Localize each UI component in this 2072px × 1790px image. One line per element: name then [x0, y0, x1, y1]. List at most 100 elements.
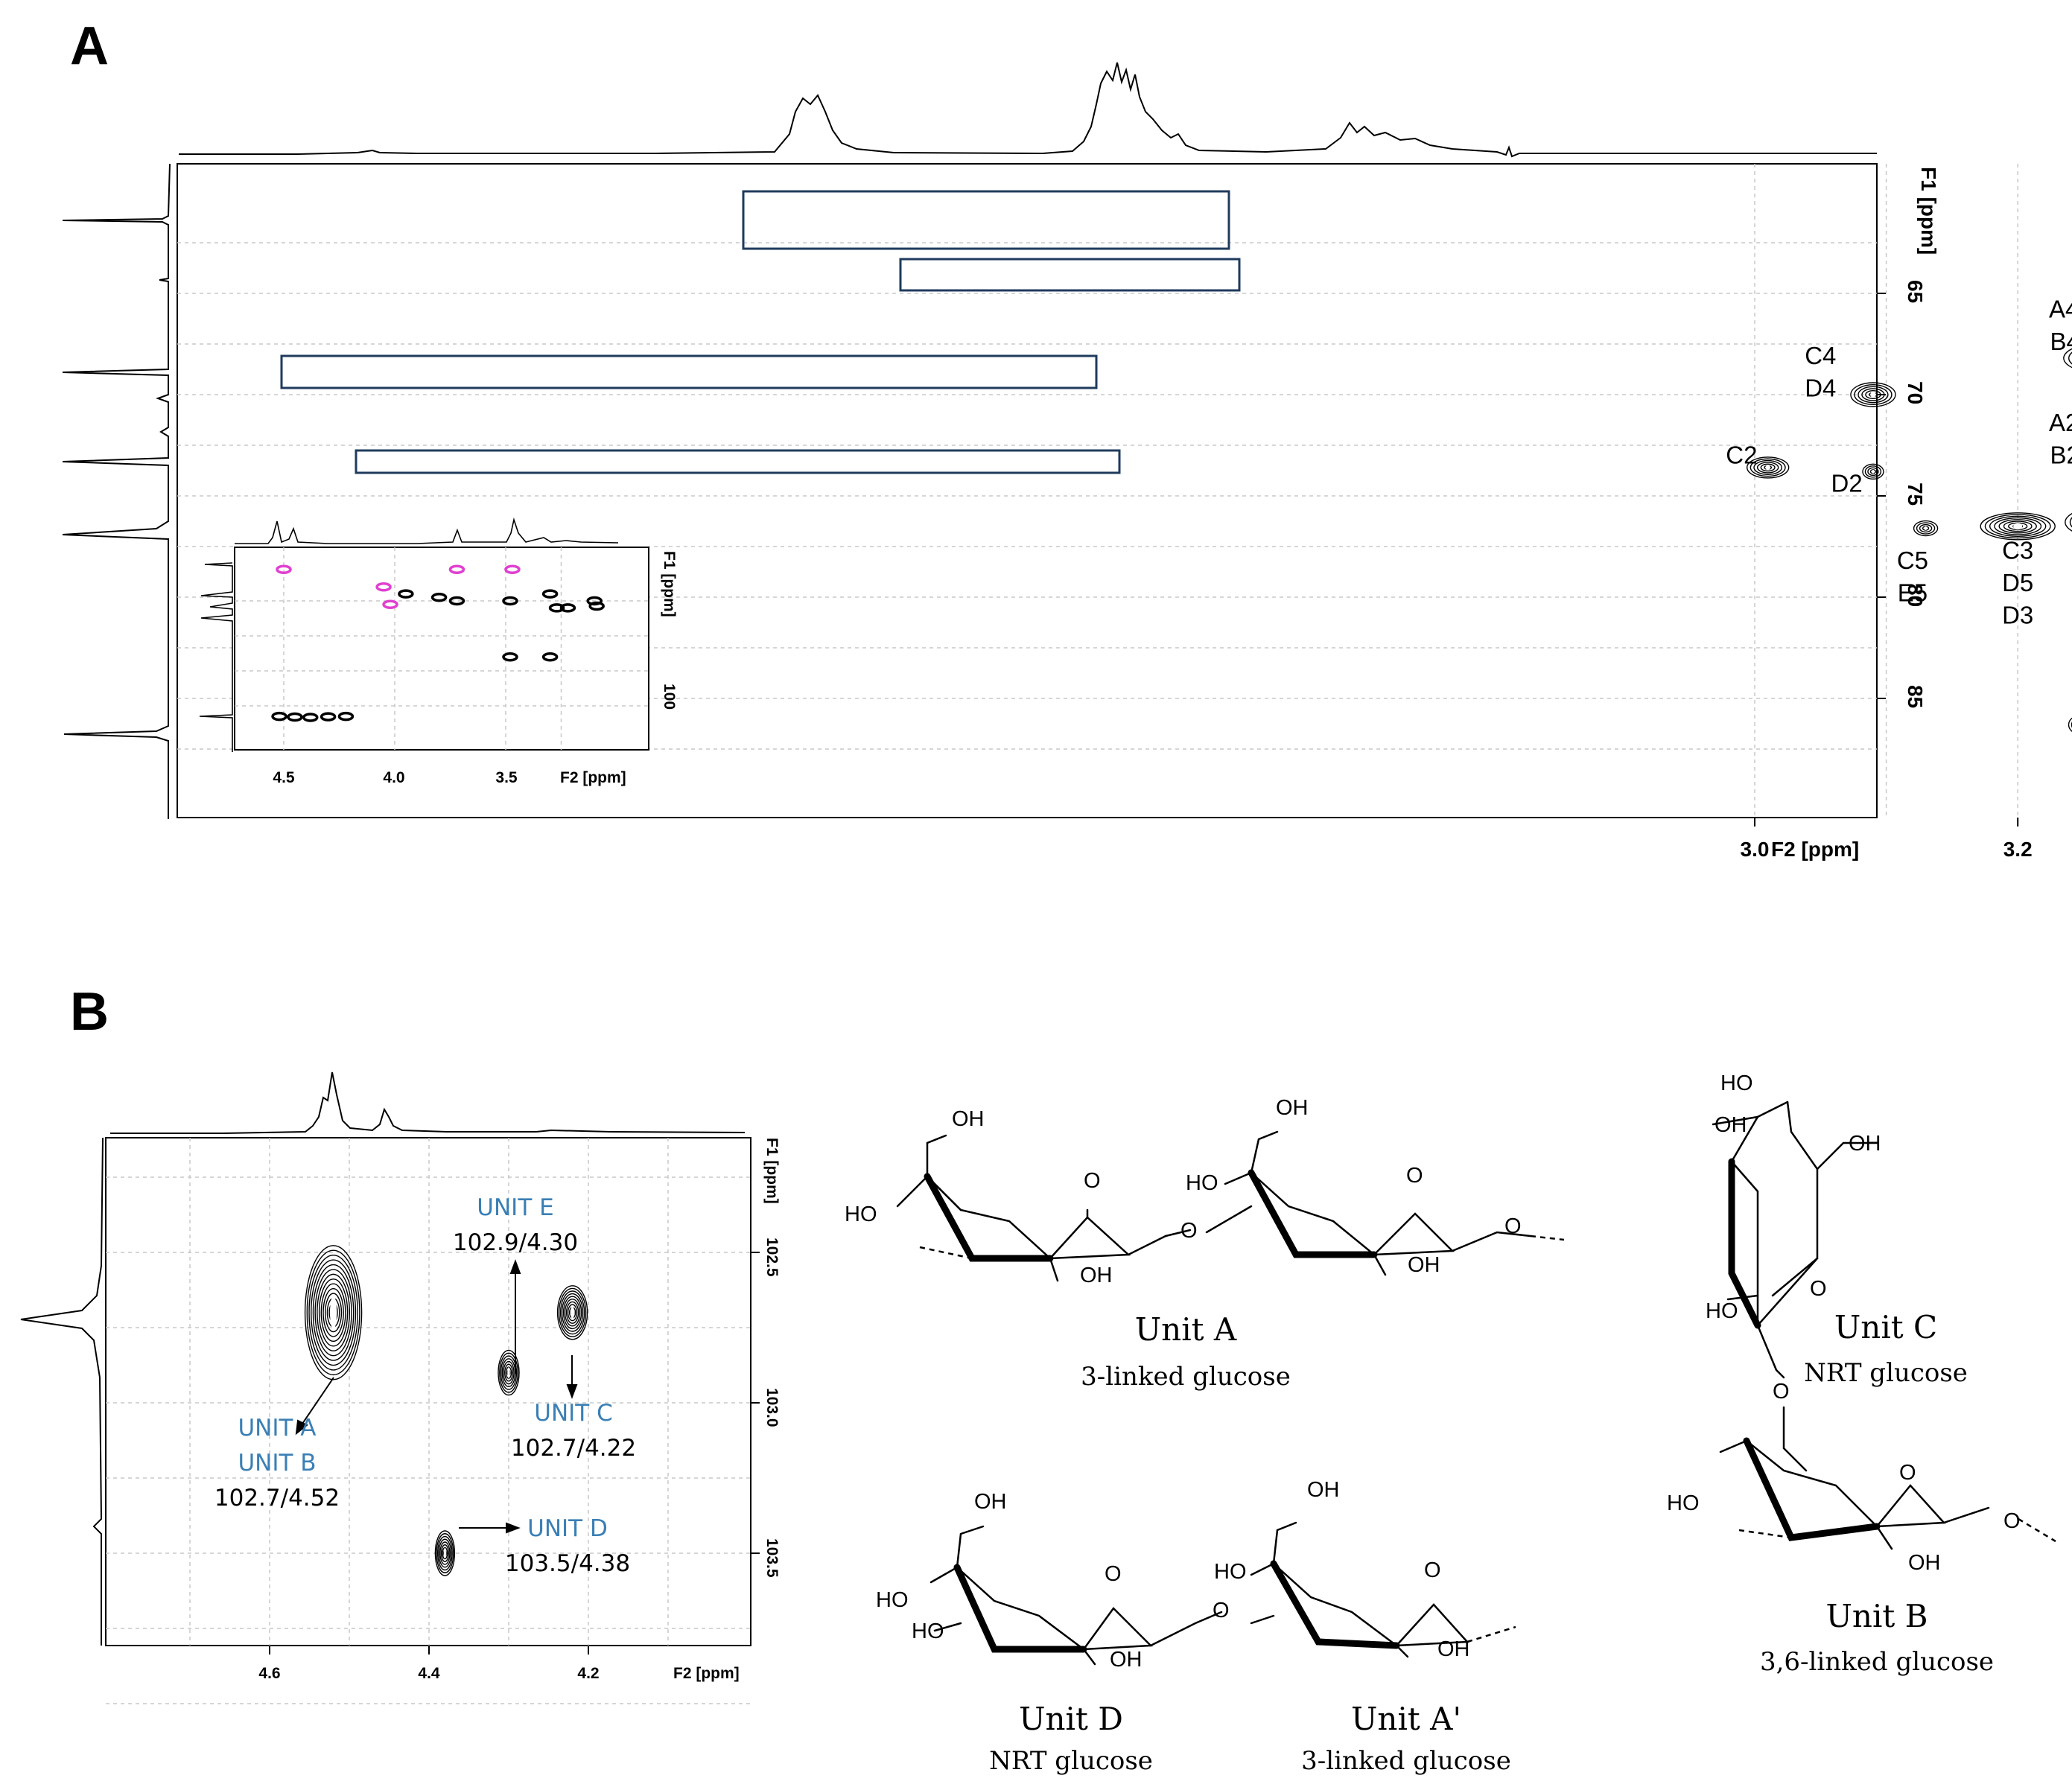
inset-peak [271, 711, 287, 722]
atom-ho: HO [912, 1619, 944, 1643]
structure-unit-a-prime-desc: 3-linked glucose [1301, 1746, 1511, 1776]
atom-o: O [1213, 1599, 1230, 1622]
peak-black [2063, 348, 2072, 369]
peak-label: D5 [2002, 569, 2033, 596]
inset-frame [234, 547, 649, 751]
inset-peak [504, 564, 521, 574]
atom-oh: OH [1110, 1648, 1143, 1672]
panel-b-arrows [295, 1259, 578, 1534]
box-m1 [355, 449, 1121, 474]
unit-e-label: UNIT E [477, 1194, 553, 1221]
atom-ho: HO [845, 1203, 877, 1226]
structure-unit-d-desc: NRT glucose [989, 1746, 1153, 1776]
inset-peak [548, 603, 565, 613]
peak-label: D4 [1805, 375, 1836, 402]
panel-b-y-axis-label: F1 [ppm] [763, 1138, 781, 1204]
structure-unit-a: OH O HO OH O OH HO O OH O [845, 1096, 1565, 1287]
atom-oh: OH [1307, 1478, 1340, 1502]
atom-oh: OH [1849, 1132, 1881, 1156]
panel-b-peak [304, 1245, 363, 1380]
inset-peak [382, 599, 398, 609]
atom-o: O [1424, 1558, 1441, 1582]
panel-b-peak [498, 1349, 520, 1396]
structure-unit-c-b: HO OH OH O HO O O HO OH O [1667, 1071, 2056, 1575]
structure-unit-b-name: Unit B [1826, 1598, 1928, 1634]
atom-oh: OH [1408, 1253, 1440, 1277]
inset-tick-4-0: 4.0 [383, 769, 404, 786]
peak-label: D3 [2002, 601, 2033, 628]
structure-unit-d-name: Unit D [1019, 1701, 1123, 1737]
atom-ho: HO [1667, 1491, 1700, 1515]
atom-oh: OH [1715, 1113, 1747, 1137]
inset-peak [541, 589, 559, 599]
inset-peak [276, 564, 292, 574]
peak-black [1746, 456, 1790, 479]
inset-left-projection [199, 562, 233, 752]
inset-peak [320, 712, 337, 722]
inset-peak [588, 601, 605, 611]
panel-b-left-projection [20, 1137, 104, 1646]
atom-o: O [1406, 1164, 1423, 1188]
atom-ho: HO [1720, 1071, 1753, 1095]
atom-o: O [1810, 1277, 1827, 1301]
panel-b-x-tick-label: 4.4 [418, 1665, 440, 1682]
panel-b-top-projection [110, 1071, 746, 1134]
y-tick-label: 80 [1904, 584, 1927, 607]
peak-black [1862, 463, 1884, 480]
atom-o: O [1105, 1562, 1122, 1586]
atom-o: O [1180, 1219, 1198, 1243]
panel-a-x-axis-label: F2 [ppm] [1771, 838, 1859, 861]
y-tick-label: 85 [1904, 685, 1927, 708]
atom-oh: OH [952, 1107, 985, 1131]
box-b6 [280, 354, 1098, 389]
structure-unit-a-name: Unit A [1135, 1311, 1237, 1348]
y-tick-label: 65 [1904, 280, 1927, 303]
unit-c-label: UNIT C [534, 1400, 612, 1427]
structure-unit-d-a-prime: OH O HO HO OH O OH HO O OH [876, 1478, 1516, 1672]
atom-o: O [2003, 1509, 2021, 1533]
inset-tick-4-5: 4.5 [273, 769, 295, 786]
unit-d-label: UNIT D [527, 1515, 608, 1542]
atom-oh: OH [1437, 1637, 1470, 1661]
inset-peak [559, 603, 576, 613]
atom-o: O [1504, 1214, 1522, 1238]
panel-a-plot-frame [177, 163, 1878, 818]
panel-a-letter: A [70, 16, 109, 76]
atom-oh: OH [1908, 1551, 1941, 1575]
inset-x-axis-label: F2 [ppm] [560, 769, 626, 786]
atom-o: O [1084, 1169, 1101, 1193]
panel-b-grid [106, 1138, 751, 1704]
peak-label: A4 A’4 [2049, 296, 2072, 323]
panel-b-y-tick-label: 102.5 [763, 1238, 781, 1277]
inset-peak [448, 596, 465, 606]
inset-top-projection [235, 517, 619, 544]
inset-tick-3-5: 3.5 [495, 769, 518, 786]
peak-black [2065, 512, 2072, 532]
inset-peak [398, 589, 414, 599]
panel-a-top-projection [179, 62, 1877, 158]
peak-label: E5 [1898, 579, 1928, 606]
box-m6 [899, 258, 1241, 292]
x-tick-label: 3.0 [1741, 838, 1770, 861]
inset-peak [287, 712, 303, 722]
atom-o: O [1773, 1380, 1790, 1404]
panel-b-letter: B [70, 982, 109, 1042]
inset-y-tick-100: 100 [661, 684, 678, 710]
inset-peak [502, 596, 518, 606]
peak-label: C2 [1726, 441, 1757, 468]
peak-label: B2 E2 [2050, 441, 2072, 468]
structure-unit-c-name: Unit C [1834, 1309, 1937, 1345]
atom-ho: HO [1214, 1560, 1247, 1584]
peak-black [1913, 520, 1939, 537]
peak-label: C4 [1805, 342, 1836, 369]
panel-a-peaks [1746, 348, 2072, 733]
peak-black [1980, 512, 2056, 541]
x-tick-label: 3.2 [2003, 838, 2033, 861]
atom-ho: HO [1186, 1171, 1218, 1195]
panel-b-y-tick-label: 103.5 [763, 1538, 781, 1578]
panel-b-y-tick-label: 103.0 [763, 1388, 781, 1427]
y-tick-label: 75 [1904, 482, 1927, 506]
inset-peak [502, 652, 518, 662]
atom-oh: OH [1276, 1096, 1309, 1120]
